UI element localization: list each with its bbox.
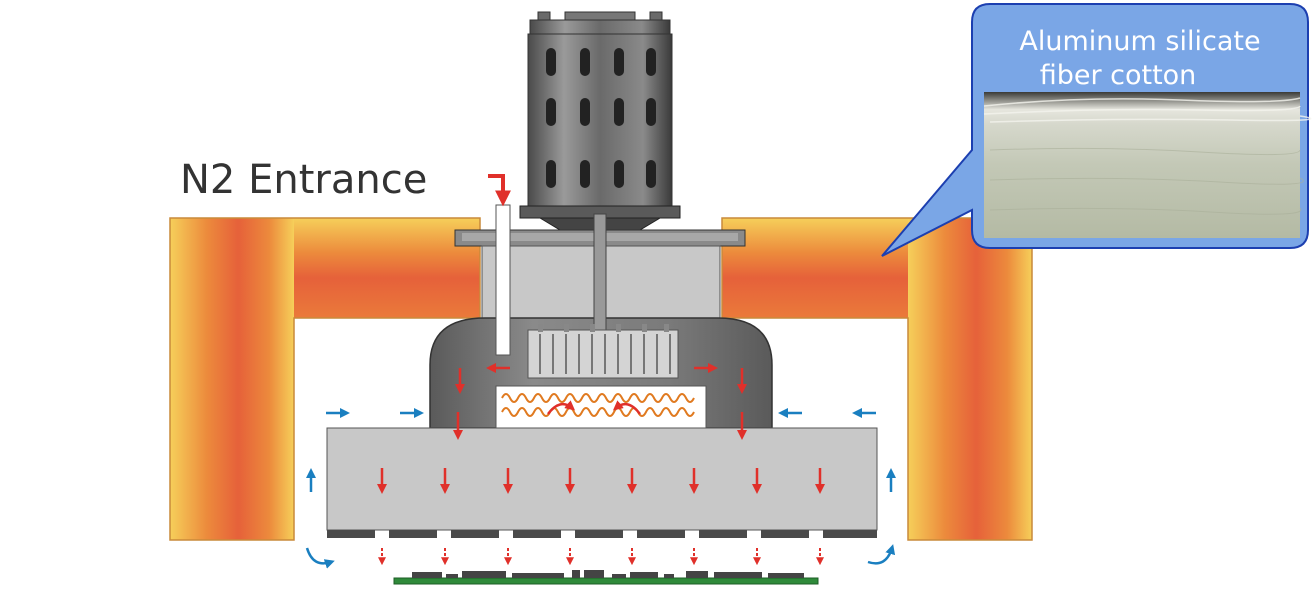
insulation-left-wall xyxy=(170,218,294,540)
return-gas-flow-arrows xyxy=(305,408,896,569)
callout-line-1: Aluminum silicate xyxy=(1019,26,1260,57)
pcb-board xyxy=(393,570,819,585)
motor-shaft xyxy=(593,213,607,335)
insulation-right-wall xyxy=(908,218,1032,540)
fiber-cotton-photo xyxy=(984,92,1300,238)
insulation-callout: Aluminum silicate fiber cotton xyxy=(881,3,1312,257)
fan-motor xyxy=(519,11,681,231)
heater-element xyxy=(495,385,707,429)
callout-line-2: fiber cotton xyxy=(1040,60,1197,91)
n2-inlet-pipe xyxy=(495,204,511,356)
n2-entrance-label: N2 Entrance xyxy=(180,157,427,203)
fan-impeller xyxy=(527,324,679,379)
nozzle-plate xyxy=(327,530,877,538)
hot-gas-flow-arrows xyxy=(377,174,825,566)
lower-plenum xyxy=(326,427,878,531)
motor-vents xyxy=(546,48,656,188)
